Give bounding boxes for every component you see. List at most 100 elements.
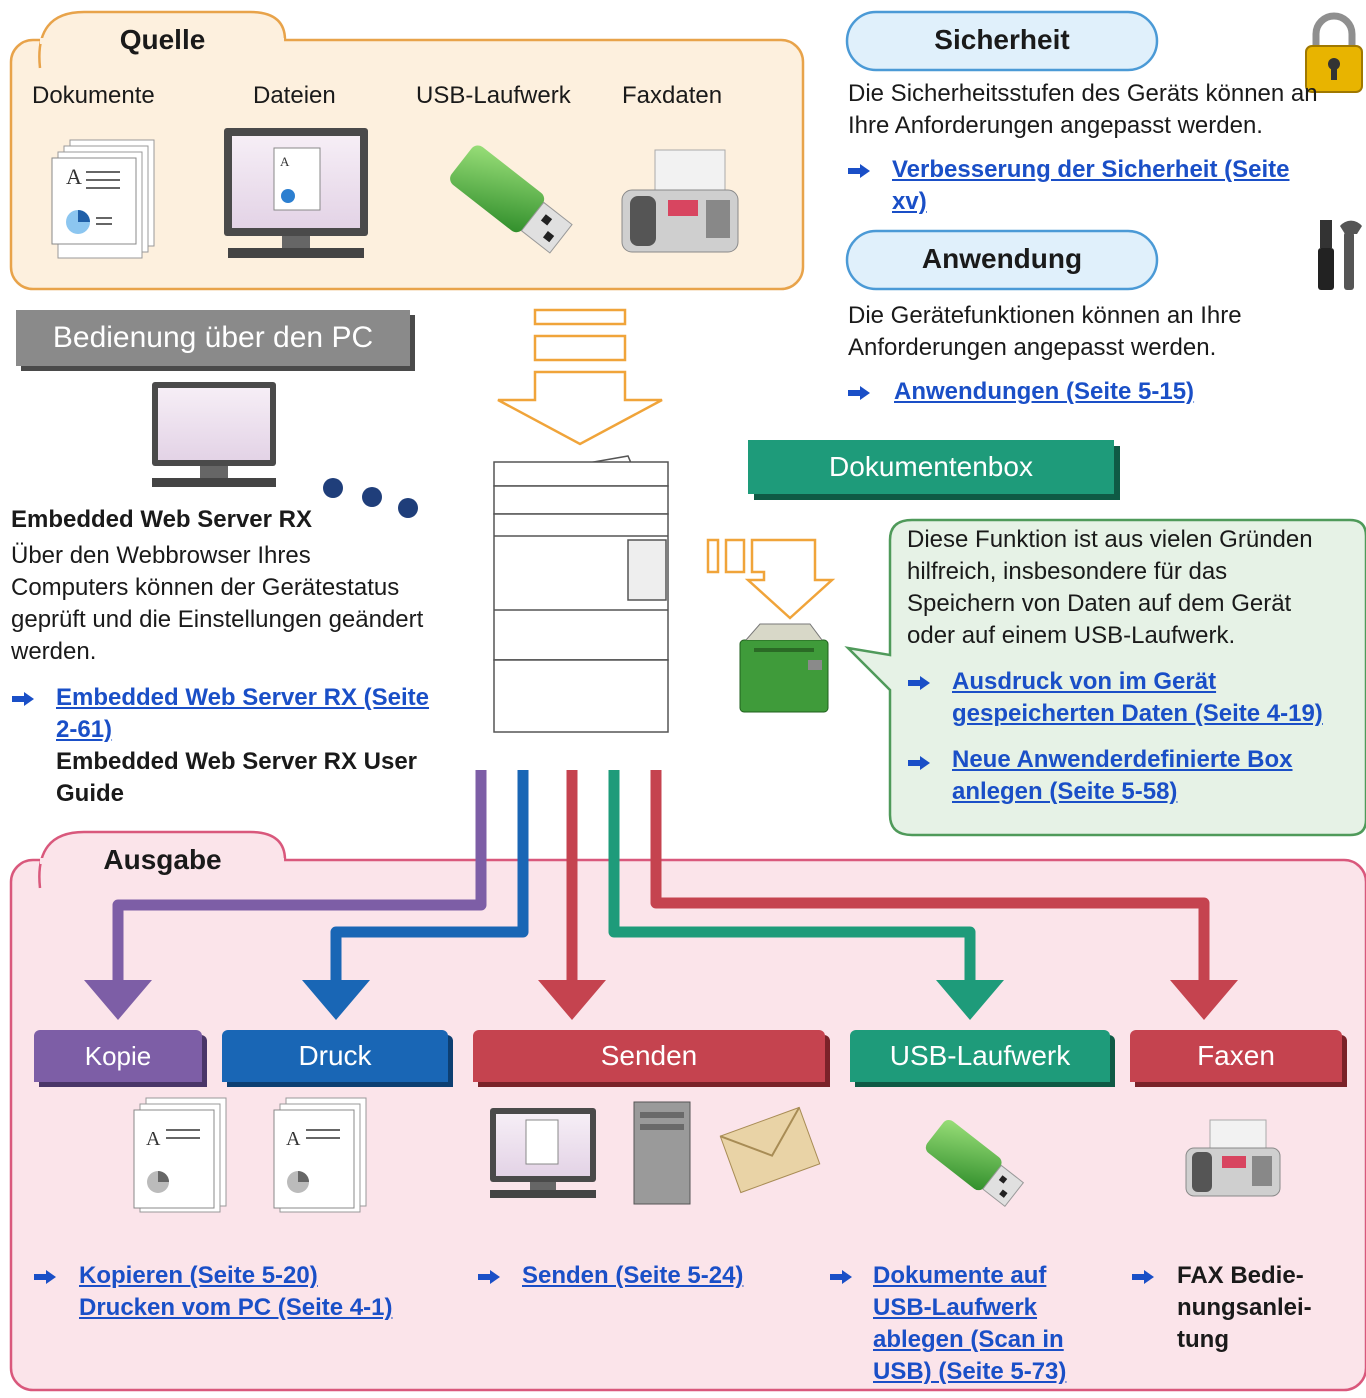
box-link-new-line-2[interactable]: anlegen (Seite 5-58) — [952, 778, 1178, 805]
link-drucken[interactable]: Drucken vom PC (Seite 4-1) — [79, 1294, 393, 1321]
quelle-item-faxdaten: Faxdaten — [622, 82, 723, 109]
sicherheit-desc-1: Die Sicherheitsstufen des Geräts können … — [848, 80, 1318, 107]
link-usb-line-1[interactable]: Dokumente auf — [873, 1262, 1047, 1289]
fax-guide-2: nungsanlei- — [1177, 1294, 1312, 1321]
anwendung-pill — [845, 229, 1159, 291]
arrow-right-icon — [908, 676, 930, 690]
quelle-panel — [9, 38, 805, 291]
ews-link[interactable]: Embedded Web Server RX (Seite 2-61) — [56, 682, 429, 746]
ews-heading: Embedded Web Server RX — [11, 506, 312, 533]
link-usb-line-4[interactable]: USB) (Seite 5-73) — [873, 1358, 1067, 1385]
ews-link-line-1[interactable]: Embedded Web Server RX (Seite — [56, 684, 430, 711]
ews-desc-4: werden. — [11, 638, 97, 665]
box-link-new-line-1[interactable]: Neue Anwenderdefinierte Box — [952, 746, 1293, 773]
svg-text:A: A — [66, 164, 82, 189]
route-druck — [330, 770, 529, 985]
svg-text:A: A — [280, 154, 290, 169]
route-kopie — [112, 770, 487, 985]
usb-output-icon — [925, 1119, 1025, 1207]
anwendung-title: Anwendung — [921, 243, 1083, 274]
fax-icon — [621, 149, 739, 253]
box-desc-3: Speichern von Daten auf dem Gerät — [907, 590, 1292, 617]
tab-senden: Senden — [473, 1030, 825, 1082]
ews-guide-2: Guide — [56, 780, 125, 807]
tab-kopie: Kopie — [34, 1030, 202, 1082]
route-usb — [608, 770, 976, 985]
tools-icon — [1318, 220, 1362, 290]
ews-link-line-2[interactable]: 2-61) — [56, 716, 113, 743]
arrowhead-usb — [936, 980, 1004, 1020]
dot — [362, 487, 382, 507]
monitor-icon: A — [224, 128, 368, 258]
sicherheit-title: Sicherheit — [934, 24, 1070, 55]
usb-stick-icon — [450, 145, 573, 254]
server-icon — [633, 1101, 691, 1205]
fax-guide-3: tung — [1177, 1326, 1229, 1353]
fax-output-icon — [1185, 1119, 1281, 1197]
document-box-icon — [739, 623, 829, 713]
anwendung-desc-1: Die Gerätefunktionen können an Ihre — [848, 302, 1242, 329]
svg-text:A: A — [286, 1128, 301, 1150]
arrow-right-icon — [1132, 1270, 1154, 1284]
ews-desc-3: geprüft und die Einstellungen geändert — [11, 606, 424, 633]
fax-guide-1: FAX Bedie- — [1177, 1262, 1304, 1289]
arrow-right-icon — [34, 1270, 56, 1284]
pc-monitor-icon — [152, 382, 276, 487]
print-document-stack-icon: A — [273, 1097, 367, 1213]
arrowhead-druck — [302, 980, 370, 1020]
arrow-right-icon — [478, 1270, 500, 1284]
pc-operation-tab: Bedienung über den PC — [16, 310, 410, 366]
tab-faxen: Faxen — [1130, 1030, 1342, 1082]
arrow-right-icon — [908, 756, 930, 770]
tab-druck: Druck — [222, 1030, 448, 1082]
anwendung-desc-2: Anforderungen angepasst werden. — [848, 334, 1217, 361]
send-monitor-icon — [490, 1108, 596, 1198]
anwendung-link[interactable]: Anwendungen (Seite 5-15) — [894, 378, 1195, 405]
ews-guide-1: Embedded Web Server RX User — [56, 748, 418, 775]
quelle-item-usb: USB-Laufwerk — [416, 82, 571, 109]
link-senden[interactable]: Senden (Seite 5-24) — [522, 1262, 744, 1289]
box-desc-4: oder auf einem USB-Laufwerk. — [907, 622, 1236, 649]
box-desc-2: hilfreich, insbesondere für das — [907, 558, 1228, 585]
sicherheit-link-line-2[interactable]: xv) — [892, 188, 927, 215]
route-faxen — [650, 770, 1210, 985]
link-kopieren[interactable]: Kopieren (Seite 5-20) — [79, 1262, 318, 1289]
ausgabe-title: Ausgabe — [103, 844, 222, 875]
box-link-print-line-1[interactable]: Ausdruck von im Gerät — [952, 668, 1217, 695]
box-link-new[interactable]: Neue Anwenderdefinierte Box anlegen (Sei… — [952, 744, 1293, 808]
quelle-item-dokumente: Dokumente — [32, 82, 155, 109]
link-usb[interactable]: Dokumente auf USB-Laufwerk ablegen (Scan… — [873, 1260, 1066, 1388]
quelle-title: Quelle — [119, 24, 206, 55]
lock-icon — [1305, 12, 1363, 93]
arrow-right-icon — [848, 164, 870, 178]
copy-document-stack-icon: A — [133, 1097, 227, 1213]
input-arrow — [497, 308, 663, 446]
link-usb-line-3[interactable]: ablegen (Scan in — [873, 1326, 1064, 1353]
quelle-item-dateien: Dateien — [253, 82, 336, 109]
arrow-right-icon — [830, 1270, 852, 1284]
sicherheit-desc-2: Ihre Anforderungen angepasst werden. — [848, 112, 1263, 139]
sicherheit-link[interactable]: Verbesserung der Sicherheit (Seite xv) — [892, 154, 1290, 218]
dot — [323, 478, 343, 498]
envelope-icon — [719, 1106, 821, 1194]
sicherheit-link-line-1[interactable]: Verbesserung der Sicherheit (Seite — [892, 156, 1290, 183]
document-box-tab: Dokumentenbox — [748, 440, 1114, 494]
ews-desc-2: Computers können der Gerätestatus — [11, 574, 400, 601]
ews-desc-1: Über den Webbrowser Ihres — [11, 542, 311, 569]
box-link-print-line-2[interactable]: gespeicherten Daten (Seite 4-19) — [952, 700, 1323, 727]
arrowhead-senden — [538, 980, 606, 1020]
arrowhead-kopie — [84, 980, 152, 1020]
box-arrow — [706, 538, 836, 620]
arrowhead-faxen — [1170, 980, 1238, 1020]
box-callout — [844, 518, 1366, 837]
dot — [398, 498, 418, 518]
svg-text:A: A — [146, 1128, 161, 1150]
document-stack-icon: A — [51, 139, 155, 259]
arrow-right-icon — [848, 386, 870, 400]
box-desc-1: Diese Funktion ist aus vielen Gründen — [907, 526, 1313, 553]
box-link-print[interactable]: Ausdruck von im Gerät gespeicherten Date… — [952, 666, 1323, 730]
link-usb-line-2[interactable]: USB-Laufwerk — [873, 1294, 1038, 1321]
mfp-device-icon — [493, 455, 669, 733]
tab-usb: USB-Laufwerk — [850, 1030, 1110, 1082]
